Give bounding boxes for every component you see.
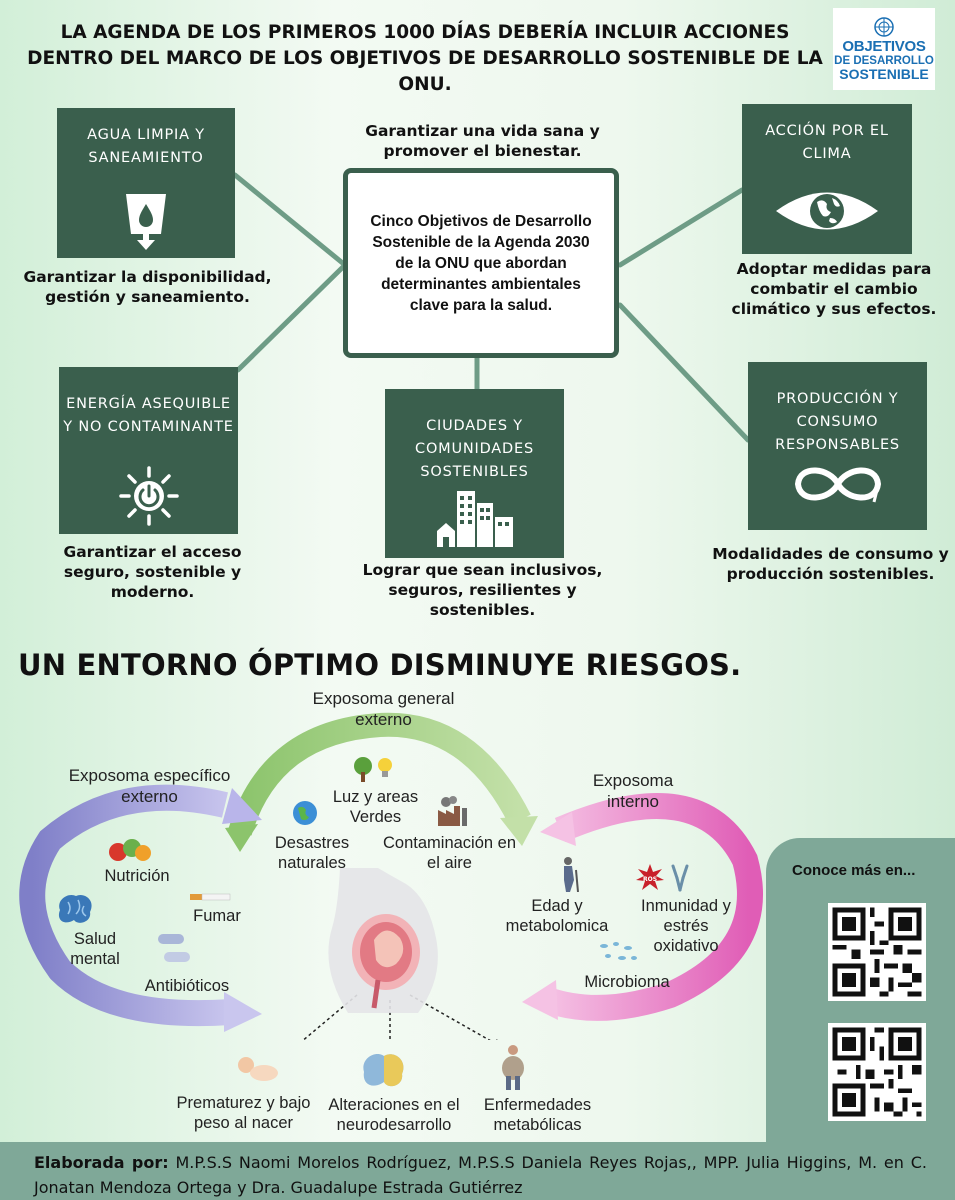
center-top-caption: Garantizar una vida sana y promover el b… — [365, 122, 600, 160]
nutrition-food-icon — [109, 839, 151, 861]
ros-badge-text: ROS — [643, 876, 657, 883]
outcome-neurodevelopment: Alteraciones en el neurodesarrollo — [328, 1096, 460, 1134]
item-mental-health: Salud mental — [70, 930, 120, 968]
sdg-tile-label: PRODUCCIÓN Y CONSUMO RESPONSABLES — [775, 391, 900, 453]
page-title: LA AGENDA DE LOS PRIMEROS 1000 DÍAS DEBE… — [27, 22, 823, 95]
item-light-green-areas: Luz y areas Verdes — [332, 788, 419, 826]
microbiome-icon — [600, 942, 637, 960]
center-summary-box: Cinco Objetivos de Desarrollo Sostenible… — [343, 168, 619, 358]
footer-authors: M.P.S.S Naomi Morelos Rodríguez, M.P.S.S… — [34, 1153, 928, 1197]
item-antibiotics: Antibióticos — [144, 977, 230, 995]
sdg-tile-clean-energy: ENERGÍA ASEQUIBLE Y NO CONTAMINANTE — [59, 367, 238, 534]
sdg-tile-climate-action: ACCIÓN POR EL CLIMA — [742, 104, 912, 254]
item-natural-disasters: Desastres naturales — [274, 834, 350, 872]
sdg-tile-clean-water: AGUA LIMPIA Y SANEAMIENTO — [57, 108, 235, 258]
pregnant-womb-illustration — [328, 868, 438, 1013]
city-buildings-icon — [436, 491, 513, 547]
cigarette-icon — [190, 893, 231, 901]
connector-lines — [232, 172, 751, 443]
eye-globe-icon — [776, 192, 878, 230]
item-microbiome: Microbioma — [584, 973, 670, 991]
brain-icon — [58, 894, 92, 923]
sdg-caption-climate-action: Adoptar medidas para combatir el cambio … — [731, 260, 937, 318]
logo-line-3: SOSTENIBLE — [839, 66, 929, 82]
qr-code-1-icon — [828, 903, 926, 1001]
brain-development-icon — [363, 1053, 404, 1087]
antibody-icon — [671, 864, 689, 892]
elderly-person-icon — [564, 857, 579, 892]
logo-line-1: OBJETIVOS — [842, 38, 926, 55]
label-specific-exposome: Exposoma específico externo — [68, 766, 231, 806]
footer-label: Elaborada por: — [34, 1153, 169, 1172]
water-glass-icon — [126, 194, 166, 250]
sdg-tile-label: ENERGÍA ASEQUIBLE Y NO CONTAMINANTE — [63, 396, 234, 435]
sdg-tile-label: AGUA LIMPIA Y SANEAMIENTO — [87, 127, 205, 166]
item-immunity-oxidative-stress: Inmunidad y estrés oxidativo — [641, 897, 731, 955]
ros-burst-icon: ROS — [636, 864, 664, 890]
globe-icon — [293, 801, 317, 825]
qr-code-2[interactable] — [828, 1023, 926, 1121]
infinity-loop-icon — [794, 467, 881, 503]
pills-icon — [158, 934, 190, 962]
sdg-tile-responsible-consumption: PRODUCCIÓN Y CONSUMO RESPONSABLES — [748, 362, 927, 530]
item-age-metabolomics: Edad y metabolomica — [505, 897, 609, 935]
sdg-tile-sustainable-cities: CIUDADES Y COMUNIDADES SOSTENIBLES — [385, 389, 564, 558]
baby-icon — [238, 1057, 278, 1081]
sdg-caption-clean-water: Garantizar la disponibilidad, gestión y … — [23, 268, 272, 306]
outcome-premature-low-weight: Prematurez y bajo peso al nacer — [176, 1094, 311, 1132]
qr-panel-title: Conoce más en... — [792, 862, 916, 879]
label-internal-exposome: Exposoma interno — [592, 771, 674, 811]
footer-bar — [0, 1142, 955, 1200]
center-box-text: Cinco Objetivos de Desarrollo Sostenible… — [370, 212, 592, 314]
person-metabolic-icon — [502, 1045, 524, 1090]
item-smoking: Fumar — [193, 907, 241, 925]
footer-credits: Elaborada por: M.P.S.S Naomi Morelos Rod… — [34, 1150, 927, 1200]
sdg-caption-sustainable-cities: Lograr que sean inclusivos, seguros, res… — [362, 561, 603, 619]
sdg-logo: OBJETIVOS DE DESARROLLO SOSTENIBLE — [833, 8, 935, 90]
sun-power-icon — [118, 466, 179, 526]
label-general-exposome: Exposoma general externo — [312, 689, 455, 729]
sdg-tile-label: ACCIÓN POR EL CLIMA — [765, 123, 889, 162]
sdg-tile-label: CIUDADES Y COMUNIDADES SOSTENIBLES — [415, 418, 534, 480]
qr-code-1[interactable] — [828, 903, 926, 1001]
un-emblem-icon — [874, 17, 894, 37]
factory-smoke-icon — [438, 796, 467, 826]
section-title-risks: UN ENTORNO ÓPTIMO DISMINUYE RIESGOS. — [18, 648, 742, 682]
sdg-caption-responsible-consumption: Modalidades de consumo y producción sost… — [712, 545, 949, 583]
logo-line-2: DE DESARROLLO — [834, 55, 934, 67]
exposome-arcs — [19, 712, 763, 1040]
outcome-metabolic-diseases: Enfermedades metabólicas — [483, 1096, 592, 1134]
sdg-caption-clean-energy: Garantizar el acceso seguro, sostenible … — [63, 543, 242, 601]
item-nutrition: Nutrición — [104, 867, 170, 885]
item-air-pollution: Contaminación en el aire — [383, 834, 516, 872]
qr-code-2-icon — [828, 1023, 926, 1121]
tree-bulb-icon — [354, 757, 392, 782]
